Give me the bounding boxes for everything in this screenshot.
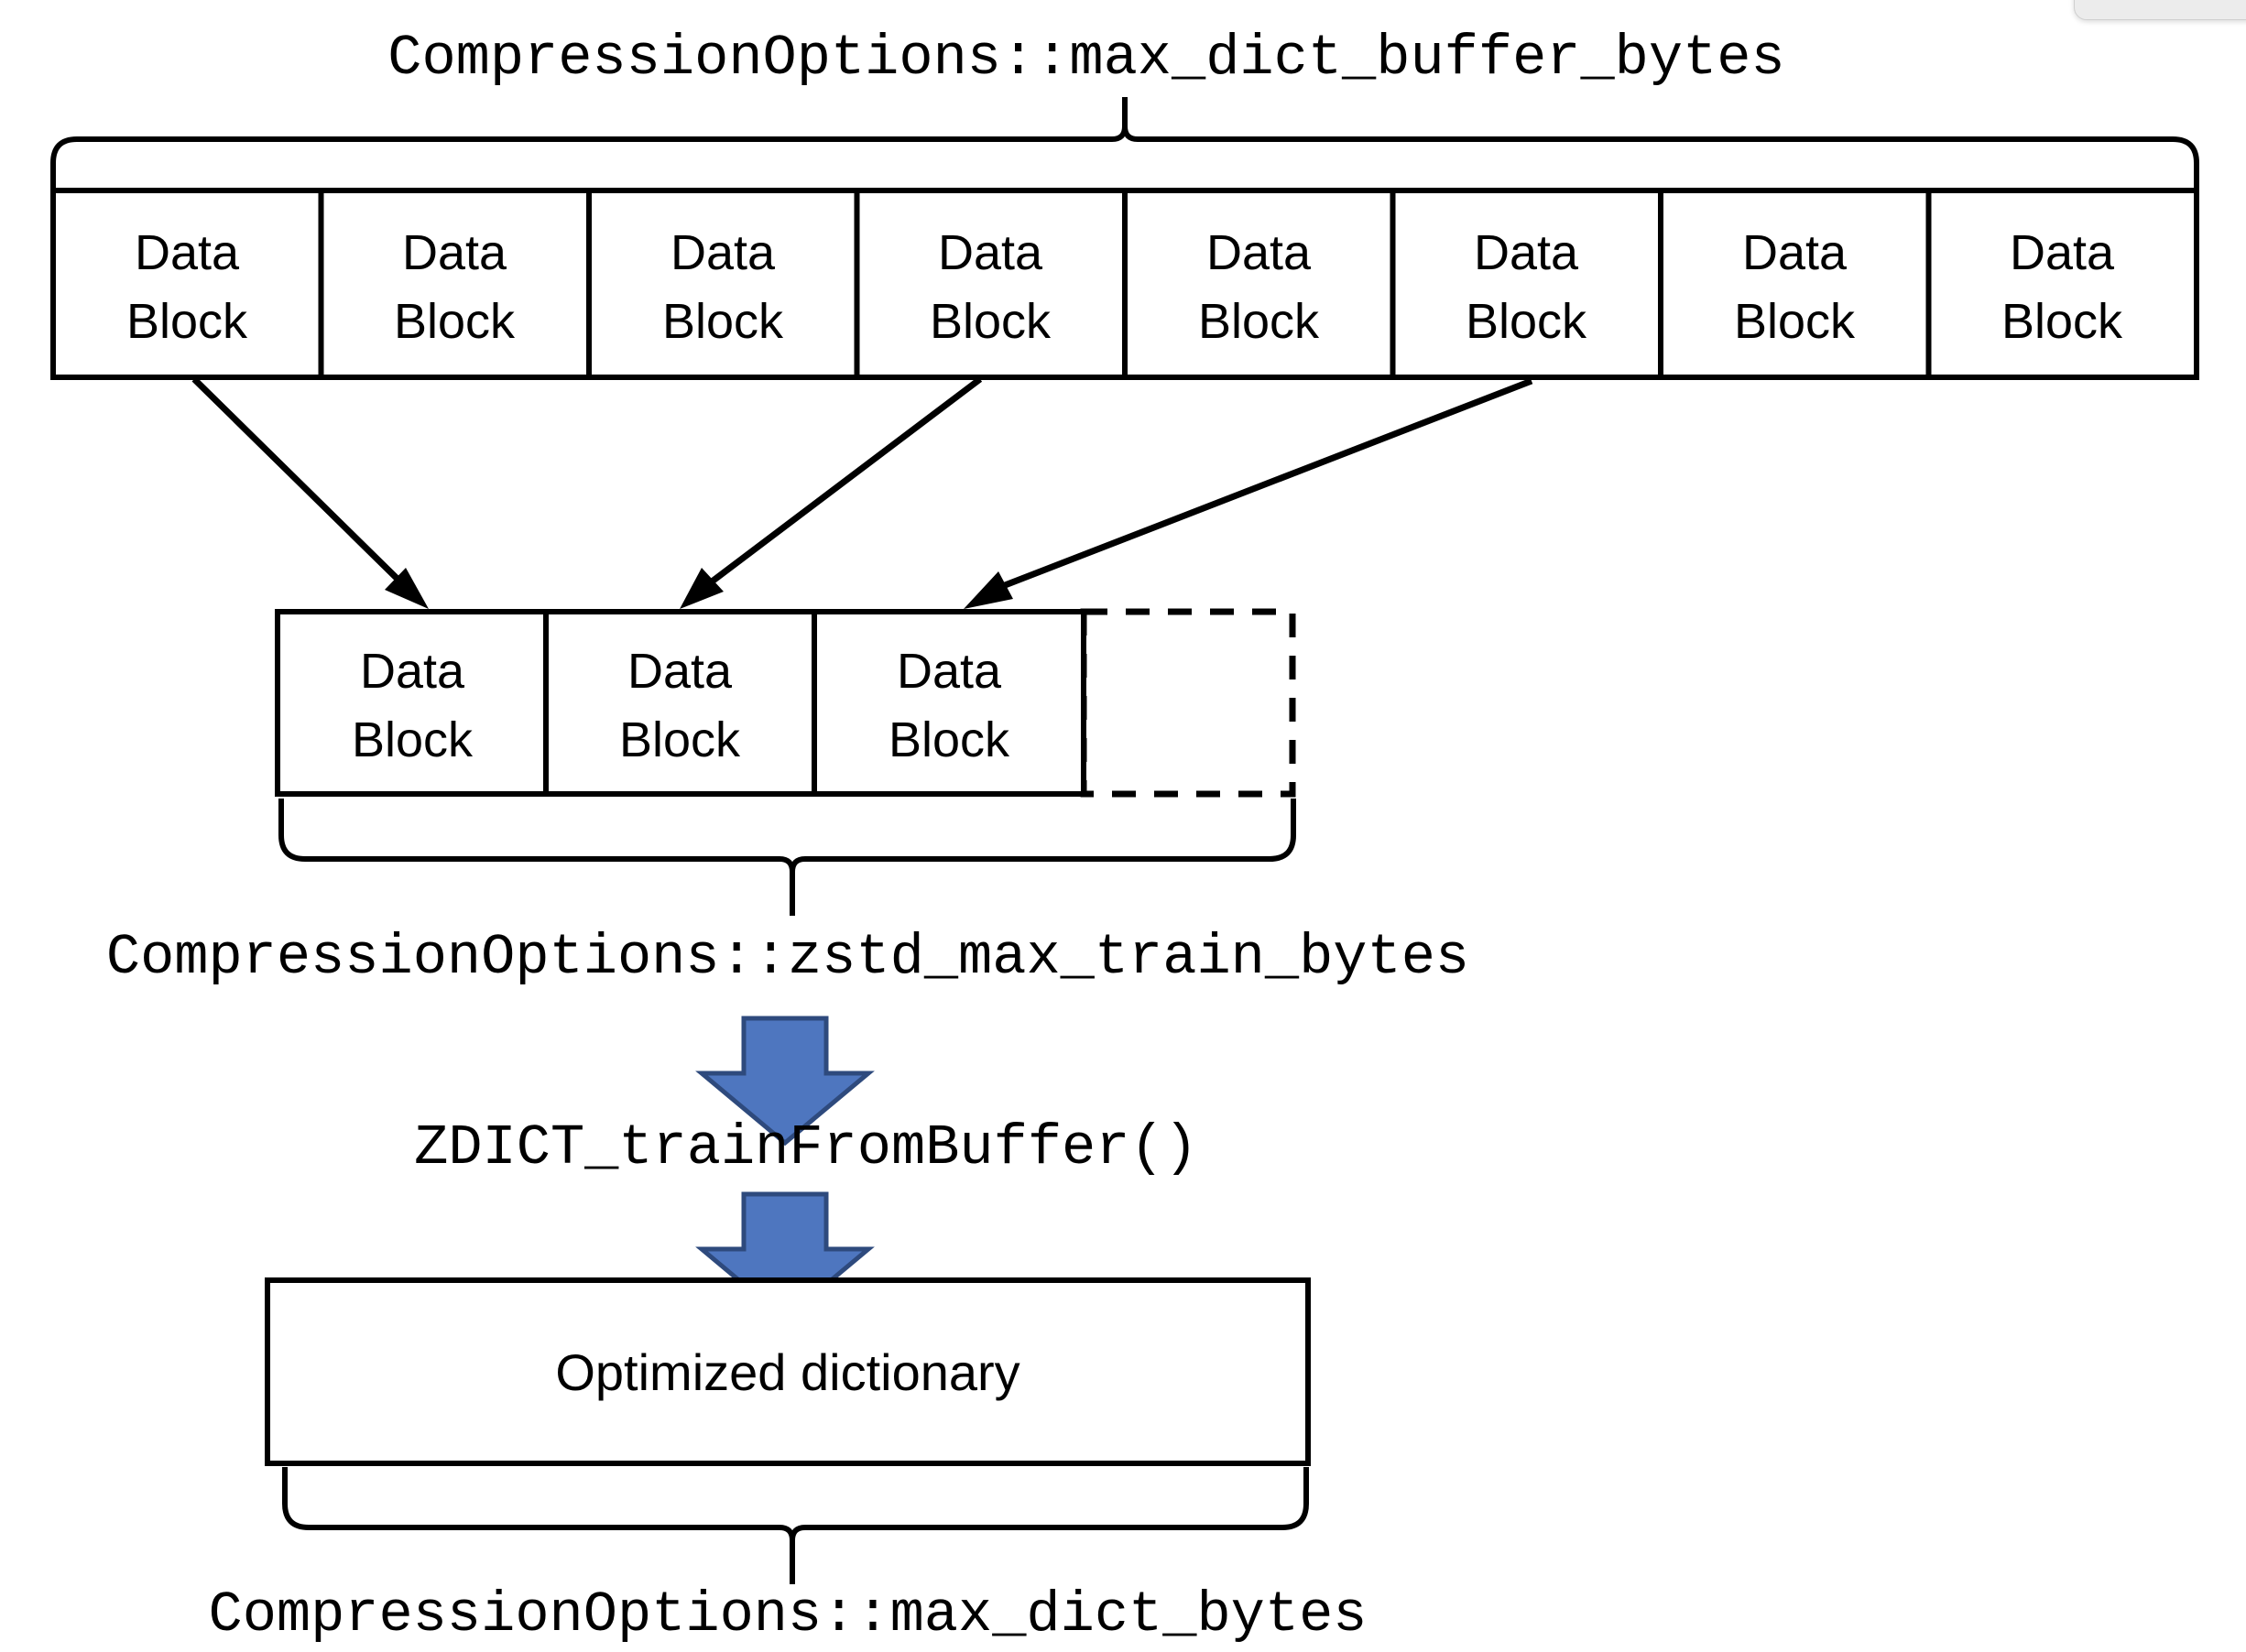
top-block-1-line2: Block	[126, 294, 248, 349]
middle-block-3-line1: Data	[897, 644, 1002, 699]
top-block-2-line2: Block	[394, 294, 516, 349]
connector-arrow-3-head	[964, 571, 1013, 609]
top-data-block-3	[586, 188, 860, 380]
middle-block-3-line2: Block	[889, 712, 1010, 767]
top-block-1-line1: Data	[135, 225, 240, 280]
optimized-dictionary-box	[265, 1277, 1311, 1466]
top-block-8-line2: Block	[2001, 294, 2123, 349]
top-block-row: Data Block Data Block Data Block Data Bl…	[50, 188, 2199, 380]
brace-bottom	[282, 1467, 1309, 1584]
connector-arrow-2-head	[680, 568, 724, 609]
top-block-4-line2: Block	[930, 294, 1052, 349]
optimized-dictionary-label: Optimized dictionary	[555, 1343, 1019, 1401]
top-block-7-line1: Data	[1742, 225, 1848, 280]
connector-arrow-1-line	[191, 376, 415, 596]
brace-top	[50, 97, 2199, 211]
top-block-6-line2: Block	[1466, 294, 1587, 349]
connector-arrows	[191, 376, 1533, 609]
label-zstd-max-train-bytes: CompressionOptions::zstd_max_train_bytes	[106, 925, 1469, 990]
window-corner-panel	[2074, 0, 2246, 20]
middle-block-1-line2: Block	[352, 712, 474, 767]
top-block-3-line1: Data	[671, 225, 776, 280]
middle-data-block-3	[812, 609, 1086, 797]
label-max-dict-buffer-bytes: CompressionOptions::max_dict_buffer_byte…	[387, 26, 1784, 91]
top-data-block-6	[1390, 188, 1663, 380]
connector-arrow-3-line	[982, 377, 1533, 597]
top-data-block-5	[1122, 188, 1396, 380]
top-block-3-line2: Block	[662, 294, 784, 349]
top-data-block-2	[318, 188, 592, 380]
label-max-dict-bytes: CompressionOptions::max_dict_bytes	[208, 1582, 1367, 1647]
connector-arrow-2-line	[693, 376, 983, 596]
top-block-7-line2: Block	[1734, 294, 1856, 349]
top-block-4-line1: Data	[938, 225, 1043, 280]
middle-block-1-line1: Data	[360, 644, 465, 699]
top-data-block-8	[1925, 188, 2199, 380]
label-zdict-train-from-buffer: ZDICT_trainFromBuffer()	[414, 1115, 1198, 1180]
top-data-block-1	[50, 188, 324, 380]
connector-arrow-1-head	[385, 568, 429, 609]
middle-block-row: Data Block Data Block Data Block	[275, 608, 1296, 798]
top-block-5-line2: Block	[1198, 294, 1320, 349]
top-data-block-7	[1658, 188, 1932, 380]
middle-block-2-line2: Block	[619, 712, 741, 767]
brace-middle	[278, 799, 1296, 916]
middle-empty-slot	[1080, 608, 1296, 798]
blue-down-arrow-1	[695, 1016, 875, 1147]
top-block-6-line1: Data	[1474, 225, 1579, 280]
top-data-block-4	[854, 188, 1128, 380]
top-block-8-line1: Data	[2010, 225, 2115, 280]
middle-data-block-2	[543, 609, 817, 797]
top-block-2-line1: Data	[402, 225, 507, 280]
middle-block-2-line1: Data	[627, 644, 733, 699]
top-block-5-line1: Data	[1206, 225, 1312, 280]
